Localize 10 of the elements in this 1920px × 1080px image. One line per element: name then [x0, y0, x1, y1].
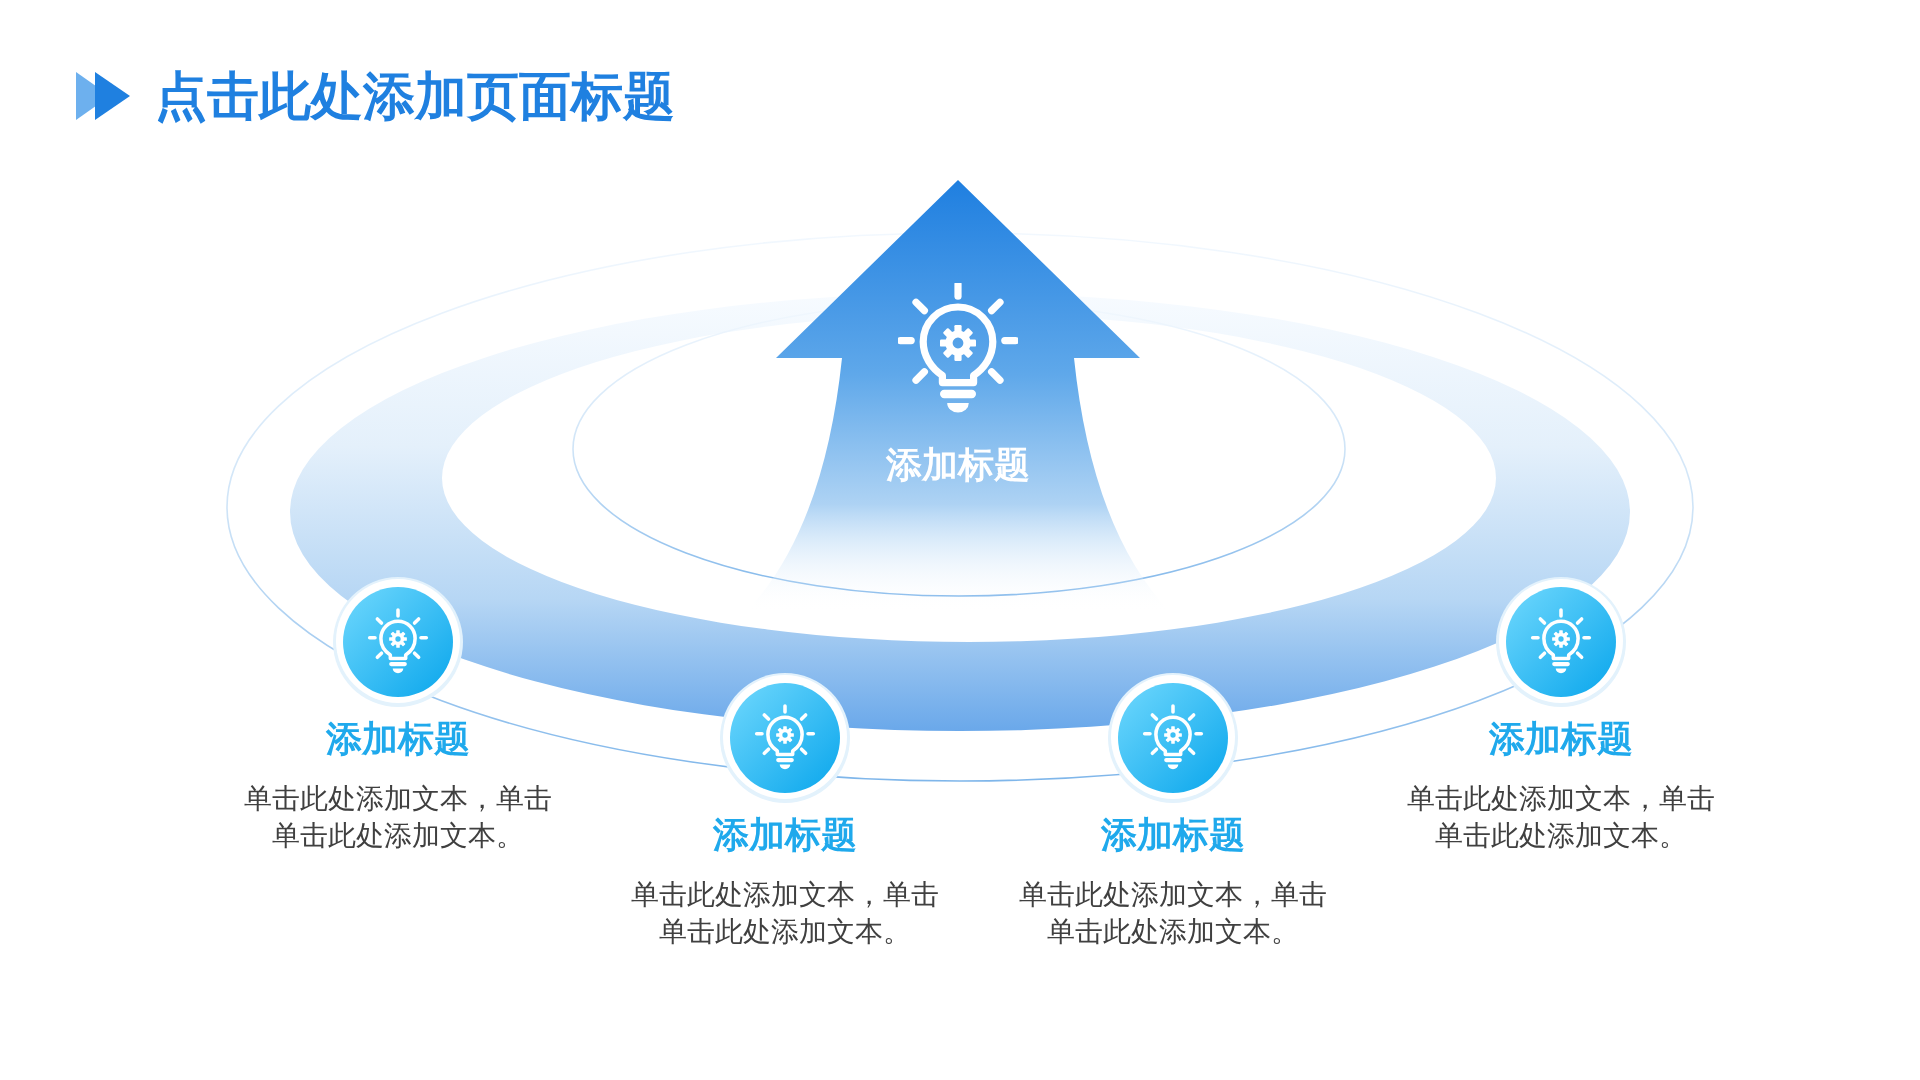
step-description: 单击此处添加文本，单击单击此处添加文本。	[243, 781, 553, 854]
step-description: 单击此处添加文本，单击单击此处添加文本。	[1406, 781, 1716, 854]
step-title: 添加标题	[713, 813, 857, 857]
arrow-title: 添加标题	[886, 443, 1030, 487]
step-title: 添加标题	[326, 717, 470, 761]
step-title: 添加标题	[1101, 813, 1245, 857]
step-description: 单击此处添加文本，单击单击此处添加文本。	[1018, 877, 1328, 950]
page-title: 点击此处添加页面标题	[155, 66, 675, 126]
step-description: 单击此处添加文本，单击单击此处添加文本。	[630, 877, 940, 950]
step-title: 添加标题	[1489, 717, 1633, 761]
